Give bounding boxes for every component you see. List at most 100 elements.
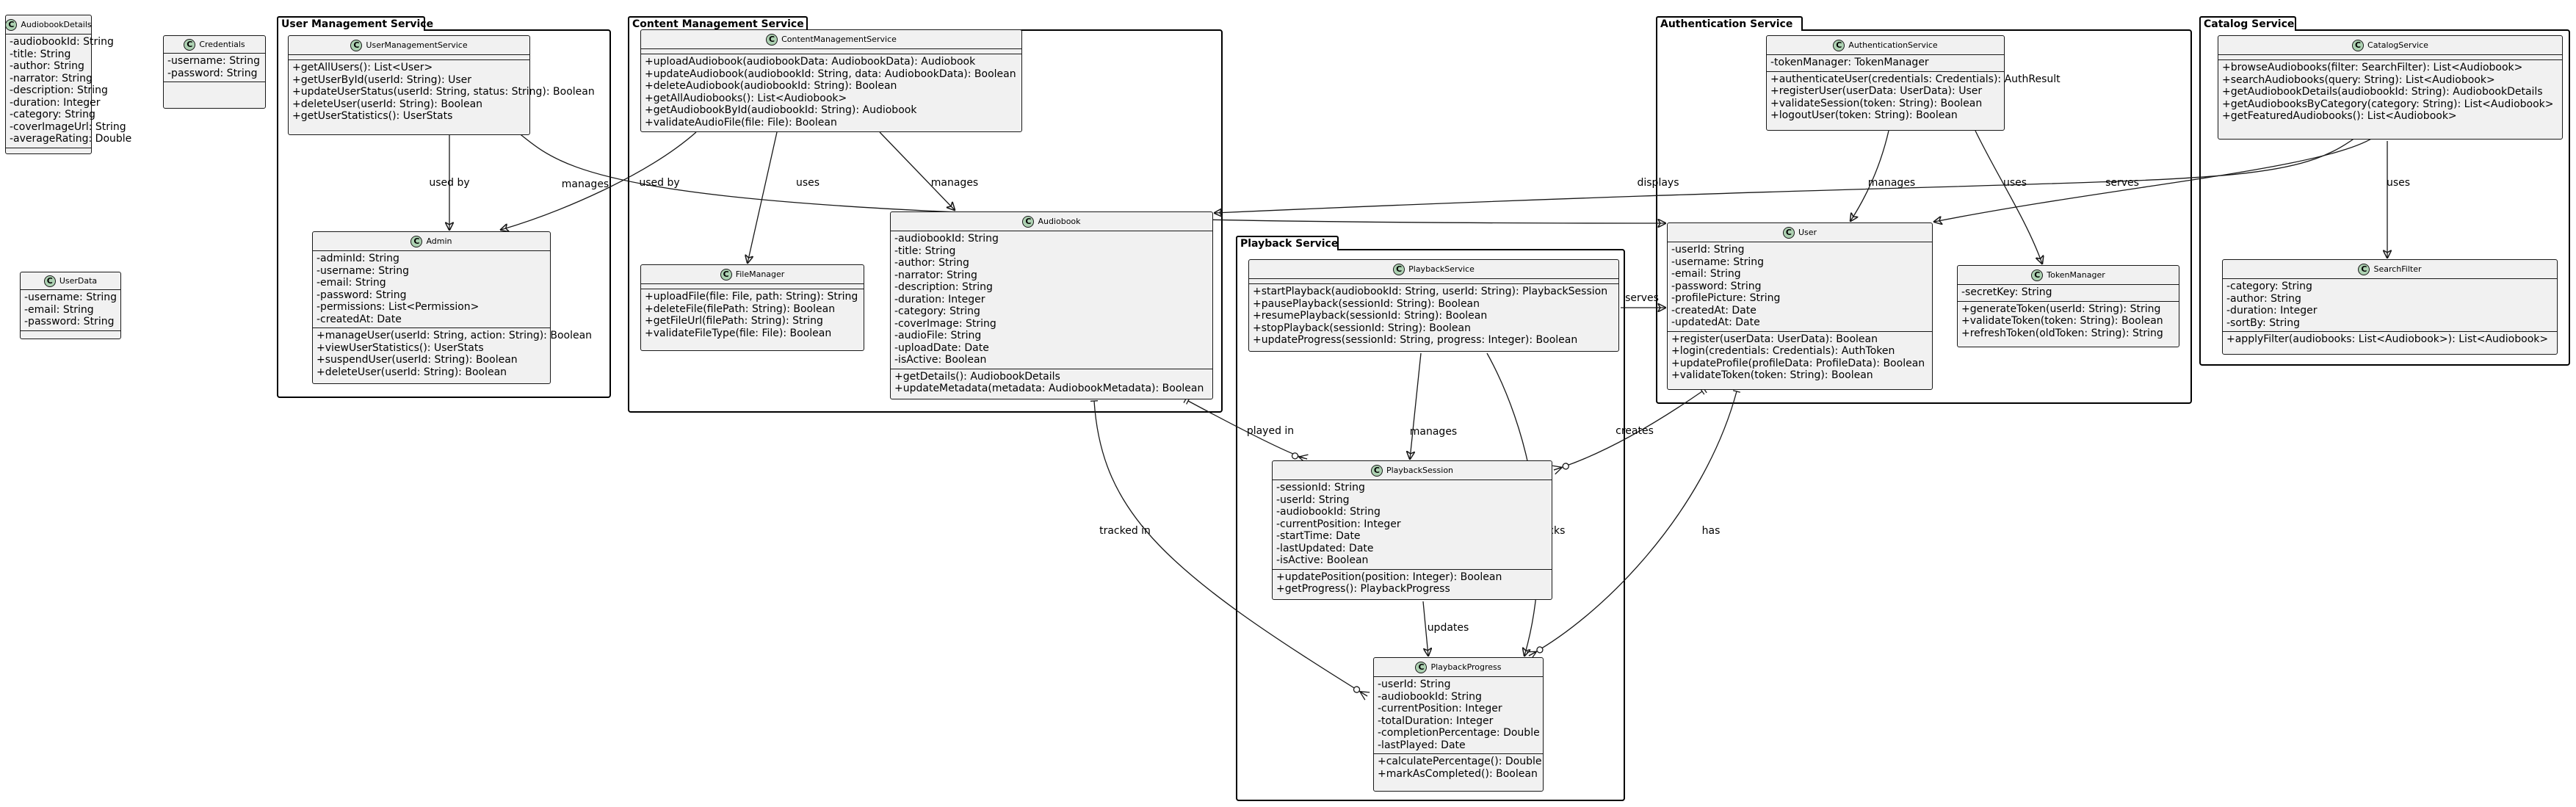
class-name: SearchFilter bbox=[2373, 264, 2422, 274]
class-attribute: -category: String bbox=[894, 305, 980, 317]
relation-label: serves bbox=[1625, 292, 1659, 304]
class-name: Admin bbox=[426, 236, 452, 246]
class-badge-icon: C bbox=[410, 235, 423, 247]
class-attribute: -duration: Integer bbox=[10, 96, 101, 109]
class-attribute: -email: String bbox=[24, 303, 94, 316]
class-attribute: -username: String bbox=[24, 292, 117, 303]
class-method: +getUserStatistics(): UserStats bbox=[292, 110, 453, 122]
class-attribute: -audiobookId: String bbox=[894, 233, 999, 245]
class-badge-icon: C bbox=[184, 38, 196, 51]
class-method: +getAllUsers(): List<User> bbox=[292, 62, 433, 73]
class-attribute: -coverImageUrl: String bbox=[10, 120, 126, 133]
relation-label: serves bbox=[2105, 177, 2139, 189]
class-method: +refreshToken(oldToken: String): String bbox=[1961, 327, 2163, 339]
relation-label: used by bbox=[429, 177, 469, 189]
attributes-section: -username: String-email: String-password… bbox=[21, 290, 120, 330]
class-method: +updateProfile(profileData: ProfileData)… bbox=[1671, 357, 1925, 369]
class-method: +applyFilter(audiobooks: List<Audiobook>… bbox=[2226, 333, 2549, 345]
class-name: AudiobookDetails bbox=[21, 20, 92, 29]
class-attribute: -userId: String bbox=[1276, 493, 1350, 506]
class-attribute: -audiobookId: String bbox=[1276, 506, 1381, 518]
class-name: UserManagementService bbox=[366, 40, 468, 50]
class-method: +browseAudiobooks(filter: SearchFilter):… bbox=[2222, 62, 2523, 73]
relation-line-r18 bbox=[1527, 387, 1742, 660]
methods-section: +generateToken(userId: String): String+v… bbox=[1958, 300, 2179, 342]
class-method: +searchAudiobooks(query: String): List<A… bbox=[2222, 73, 2495, 86]
class-method: +deleteFile(filePath: String): Boolean bbox=[645, 303, 836, 315]
relation-label: manages bbox=[931, 177, 978, 189]
class-method: +getDetails(): AudiobookDetails bbox=[894, 370, 1060, 383]
class-method: +logoutUser(token: String): Boolean bbox=[1770, 109, 1958, 121]
relation-label: played in bbox=[1247, 425, 1294, 437]
methods-section: +startPlayback(audiobookId: String, user… bbox=[1249, 283, 1618, 349]
class-name: ContentManagementService bbox=[781, 35, 897, 44]
class-attribute: -sessionId: String bbox=[1276, 482, 1365, 493]
class-attribute: -author: String bbox=[2226, 292, 2301, 305]
methods-section: +calculatePercentage(): Double+markAsCom… bbox=[1374, 753, 1543, 782]
class-method: +startPlayback(audiobookId: String, user… bbox=[1253, 286, 1608, 297]
relation-line-r7 bbox=[1975, 130, 2042, 264]
class-badge-icon: C bbox=[43, 275, 56, 287]
class-method: +getAudiobookById(audiobookId: String): … bbox=[645, 104, 917, 116]
class-attribute: -isActive: Boolean bbox=[1276, 554, 1369, 566]
class-method: +login(credentials: Credentials): AuthTo… bbox=[1671, 345, 1895, 357]
class-name: PlaybackProgress bbox=[1430, 662, 1502, 672]
class-method: +resumePlayback(sessionId: String): Bool… bbox=[1253, 310, 1488, 322]
class-method: +suspendUser(userId: String): Boolean bbox=[316, 354, 518, 366]
class-attribute: -averageRating: Double bbox=[10, 133, 132, 145]
package-catalog bbox=[2199, 29, 2570, 366]
class-attribute: -password: String bbox=[316, 289, 407, 301]
relation-line-r16 bbox=[1090, 397, 1370, 701]
class-attribute: -completionPercentage: Double bbox=[1378, 727, 1540, 739]
class-method: +calculatePercentage(): Double bbox=[1378, 756, 1542, 767]
class-name: PlaybackSession bbox=[1386, 466, 1454, 475]
class-badge-icon: C bbox=[1833, 39, 1845, 51]
class-attribute: -lastUpdated: Date bbox=[1276, 542, 1374, 554]
class-badge-icon: C bbox=[2352, 39, 2365, 51]
class-attribute: -audiobookId: String bbox=[1378, 690, 1482, 703]
relation-label: uses bbox=[2387, 177, 2410, 189]
class-method: +manageUser(userId: String, action: Stri… bbox=[316, 330, 593, 341]
class-attribute: -username: String bbox=[1671, 256, 1764, 268]
class-method: +getProgress(): PlaybackProgress bbox=[1276, 583, 1450, 595]
class-badge-icon: C bbox=[1022, 215, 1035, 228]
relation-line-r2 bbox=[513, 129, 1665, 223]
class-attribute: -title: String bbox=[10, 48, 71, 60]
class-method: +getUserById(userId: String): User bbox=[292, 73, 472, 86]
class-attribute: -audiobookId: String bbox=[10, 36, 114, 48]
methods-section: +uploadFile(file: File, path: String): S… bbox=[641, 289, 864, 341]
class-attribute: -createdAt: Date bbox=[316, 313, 402, 325]
methods-section: +register(userData: UserData): Boolean+l… bbox=[1668, 330, 1932, 384]
class-badge-icon: C bbox=[1415, 661, 1428, 673]
relation-label: uses bbox=[796, 177, 820, 189]
class-attribute: -profilePicture: String bbox=[1671, 292, 1781, 304]
methods-section: +getDetails(): AudiobookDetails+updateMe… bbox=[891, 368, 1212, 397]
package-title: Playback Service bbox=[1236, 236, 1339, 250]
class-method: +validateToken(token: String): Boolean bbox=[1671, 369, 1873, 381]
class-method: +uploadFile(file: File, path: String): S… bbox=[645, 291, 858, 303]
class-attribute: -password: String bbox=[167, 67, 258, 79]
relation-line-r3 bbox=[501, 131, 697, 230]
class-name: Audiobook bbox=[1038, 217, 1081, 226]
class-attribute: -currentPosition: Integer bbox=[1378, 703, 1502, 714]
